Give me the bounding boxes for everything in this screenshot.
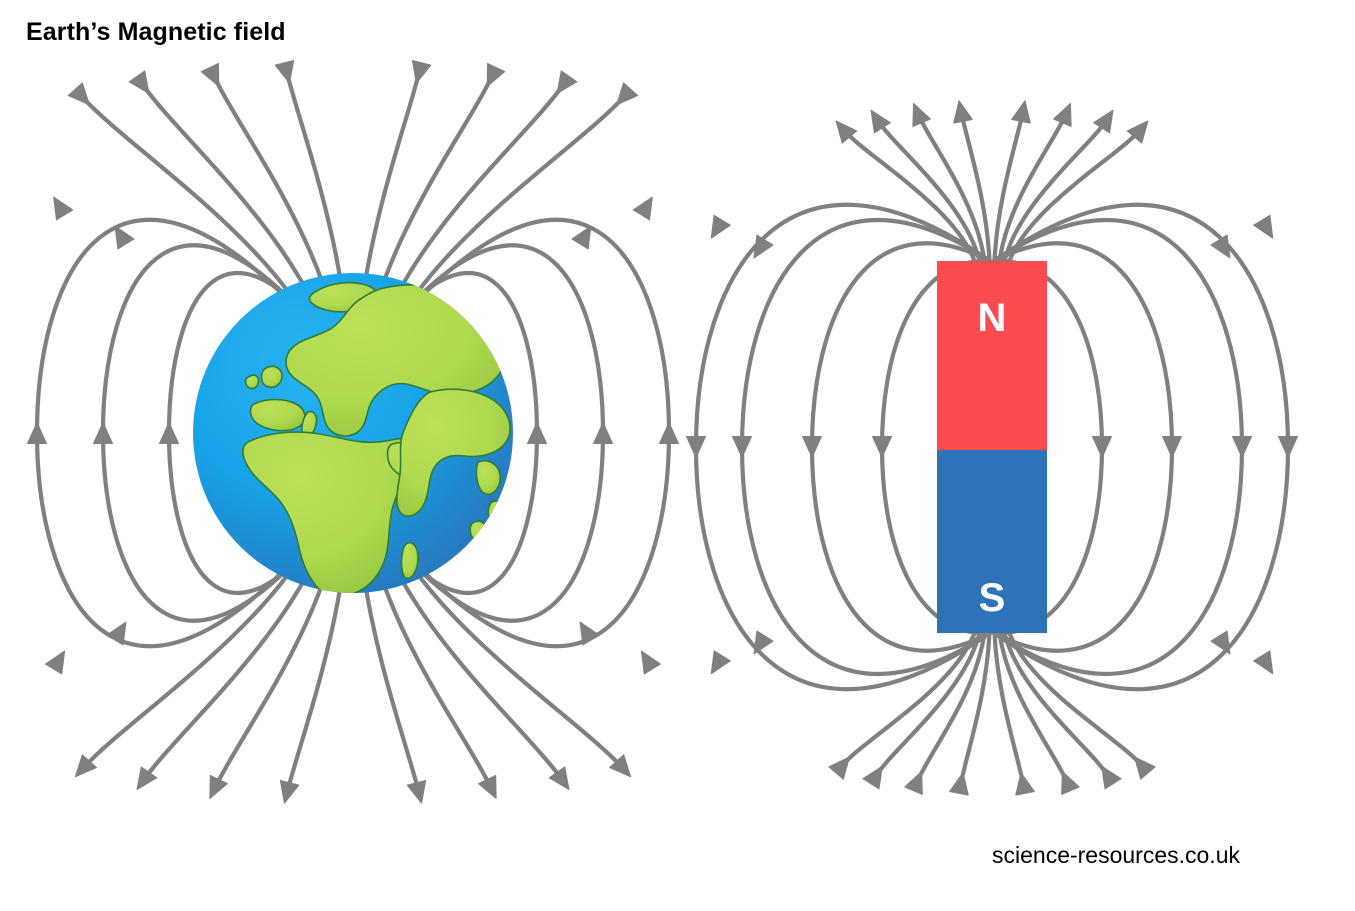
field-line-axis — [958, 108, 992, 264]
field-line-axis — [992, 630, 1026, 786]
field-line-axis — [915, 630, 987, 784]
field-line-arrow — [640, 650, 661, 675]
field-line-arrow — [209, 774, 228, 799]
field-line-arrow — [732, 436, 752, 458]
field-line-arrow — [1061, 770, 1080, 795]
field-line-axis — [1007, 630, 1144, 768]
field-line-arrow — [1210, 630, 1231, 655]
field-line-arrow — [45, 650, 66, 675]
field-line-axis — [958, 630, 992, 786]
field-line-arrow — [616, 82, 639, 106]
field-line-arrow — [593, 422, 613, 444]
globe-landmasses — [242, 281, 511, 593]
field-line-arrow — [1162, 436, 1182, 458]
north-pole-label: N — [977, 295, 1007, 340]
south-pole-label: S — [978, 575, 1006, 620]
field-line-axis — [1002, 630, 1110, 778]
field-line-axis — [840, 126, 977, 264]
field-line-arrow — [949, 772, 969, 796]
field-line-arrow — [67, 82, 90, 106]
field-line-axis — [992, 108, 1026, 264]
field-line-arrow — [136, 766, 158, 791]
field-line-arrow — [1053, 102, 1072, 127]
field-line-axis — [997, 630, 1069, 784]
field-line-arrow — [527, 422, 547, 444]
field-line-axis — [1002, 116, 1110, 264]
field-line-arrow — [274, 59, 295, 84]
field-line-arrow — [632, 196, 653, 221]
field-line-arrow — [1011, 100, 1031, 124]
field-line-arrow — [93, 422, 113, 444]
field-line-arrow — [710, 650, 731, 675]
field-line-arrow — [128, 70, 150, 95]
field-line-axis — [874, 630, 982, 778]
bar-magnet: N S — [937, 261, 1047, 633]
field-line-arrow — [609, 754, 632, 778]
field-line-arrow — [159, 422, 179, 444]
field-line-arrow — [114, 225, 135, 250]
field-line-arrow — [548, 766, 570, 791]
field-line-arrow — [828, 756, 851, 780]
field-line-arrow — [686, 436, 706, 458]
field-line-arrow — [912, 102, 931, 127]
page-title: Earth’s Magnetic field — [26, 18, 286, 46]
bar-magnet-field-diagram-lines — [686, 100, 1298, 796]
field-line-arrow — [870, 109, 891, 134]
field-line-arrow — [571, 225, 592, 250]
field-line-arrow — [1133, 756, 1156, 780]
field-line-arrow — [279, 779, 300, 804]
field-line-arrow — [953, 100, 973, 124]
field-line-axis — [997, 110, 1069, 264]
field-line-arrow — [1232, 436, 1252, 458]
field-line-arrow — [710, 214, 731, 239]
field-line-arrow — [1253, 214, 1274, 239]
field-line-arrow — [659, 422, 679, 444]
field-line-arrow — [904, 770, 923, 795]
field-line-arrow — [478, 774, 497, 799]
field-line-arrow — [872, 436, 892, 458]
field-line-arrow — [411, 59, 432, 84]
field-line-arrow — [200, 62, 220, 87]
field-line-arrow — [862, 765, 883, 790]
site-credit: science-resources.co.uk — [992, 842, 1240, 868]
field-line-axis — [1007, 126, 1144, 264]
field-line-arrow — [1253, 650, 1274, 675]
field-line-axis — [874, 116, 982, 264]
field-line-arrow — [802, 436, 822, 458]
magnet-south-pole: S — [937, 450, 1047, 633]
field-line-arrow — [486, 62, 506, 87]
field-line-arrow — [1015, 772, 1035, 796]
field-line-arrow — [1092, 436, 1112, 458]
field-line-arrow — [835, 120, 858, 144]
field-line-arrow — [556, 70, 578, 95]
field-line-arrow — [1278, 436, 1298, 458]
field-line-arrow — [1093, 109, 1114, 134]
field-line-axis — [840, 630, 977, 768]
field-line-arrow — [406, 779, 427, 804]
field-line-arrow — [753, 630, 774, 655]
globe-illustration — [193, 273, 513, 593]
field-line-arrow — [1126, 120, 1149, 144]
field-line-arrow — [53, 196, 74, 221]
field-line-axis — [915, 110, 987, 264]
field-line-arrow — [74, 754, 97, 778]
field-line-arrow — [1101, 765, 1122, 790]
field-line-arrow — [27, 422, 47, 444]
earth-globe — [192, 272, 514, 594]
magnet-north-pole: N — [937, 261, 1047, 450]
